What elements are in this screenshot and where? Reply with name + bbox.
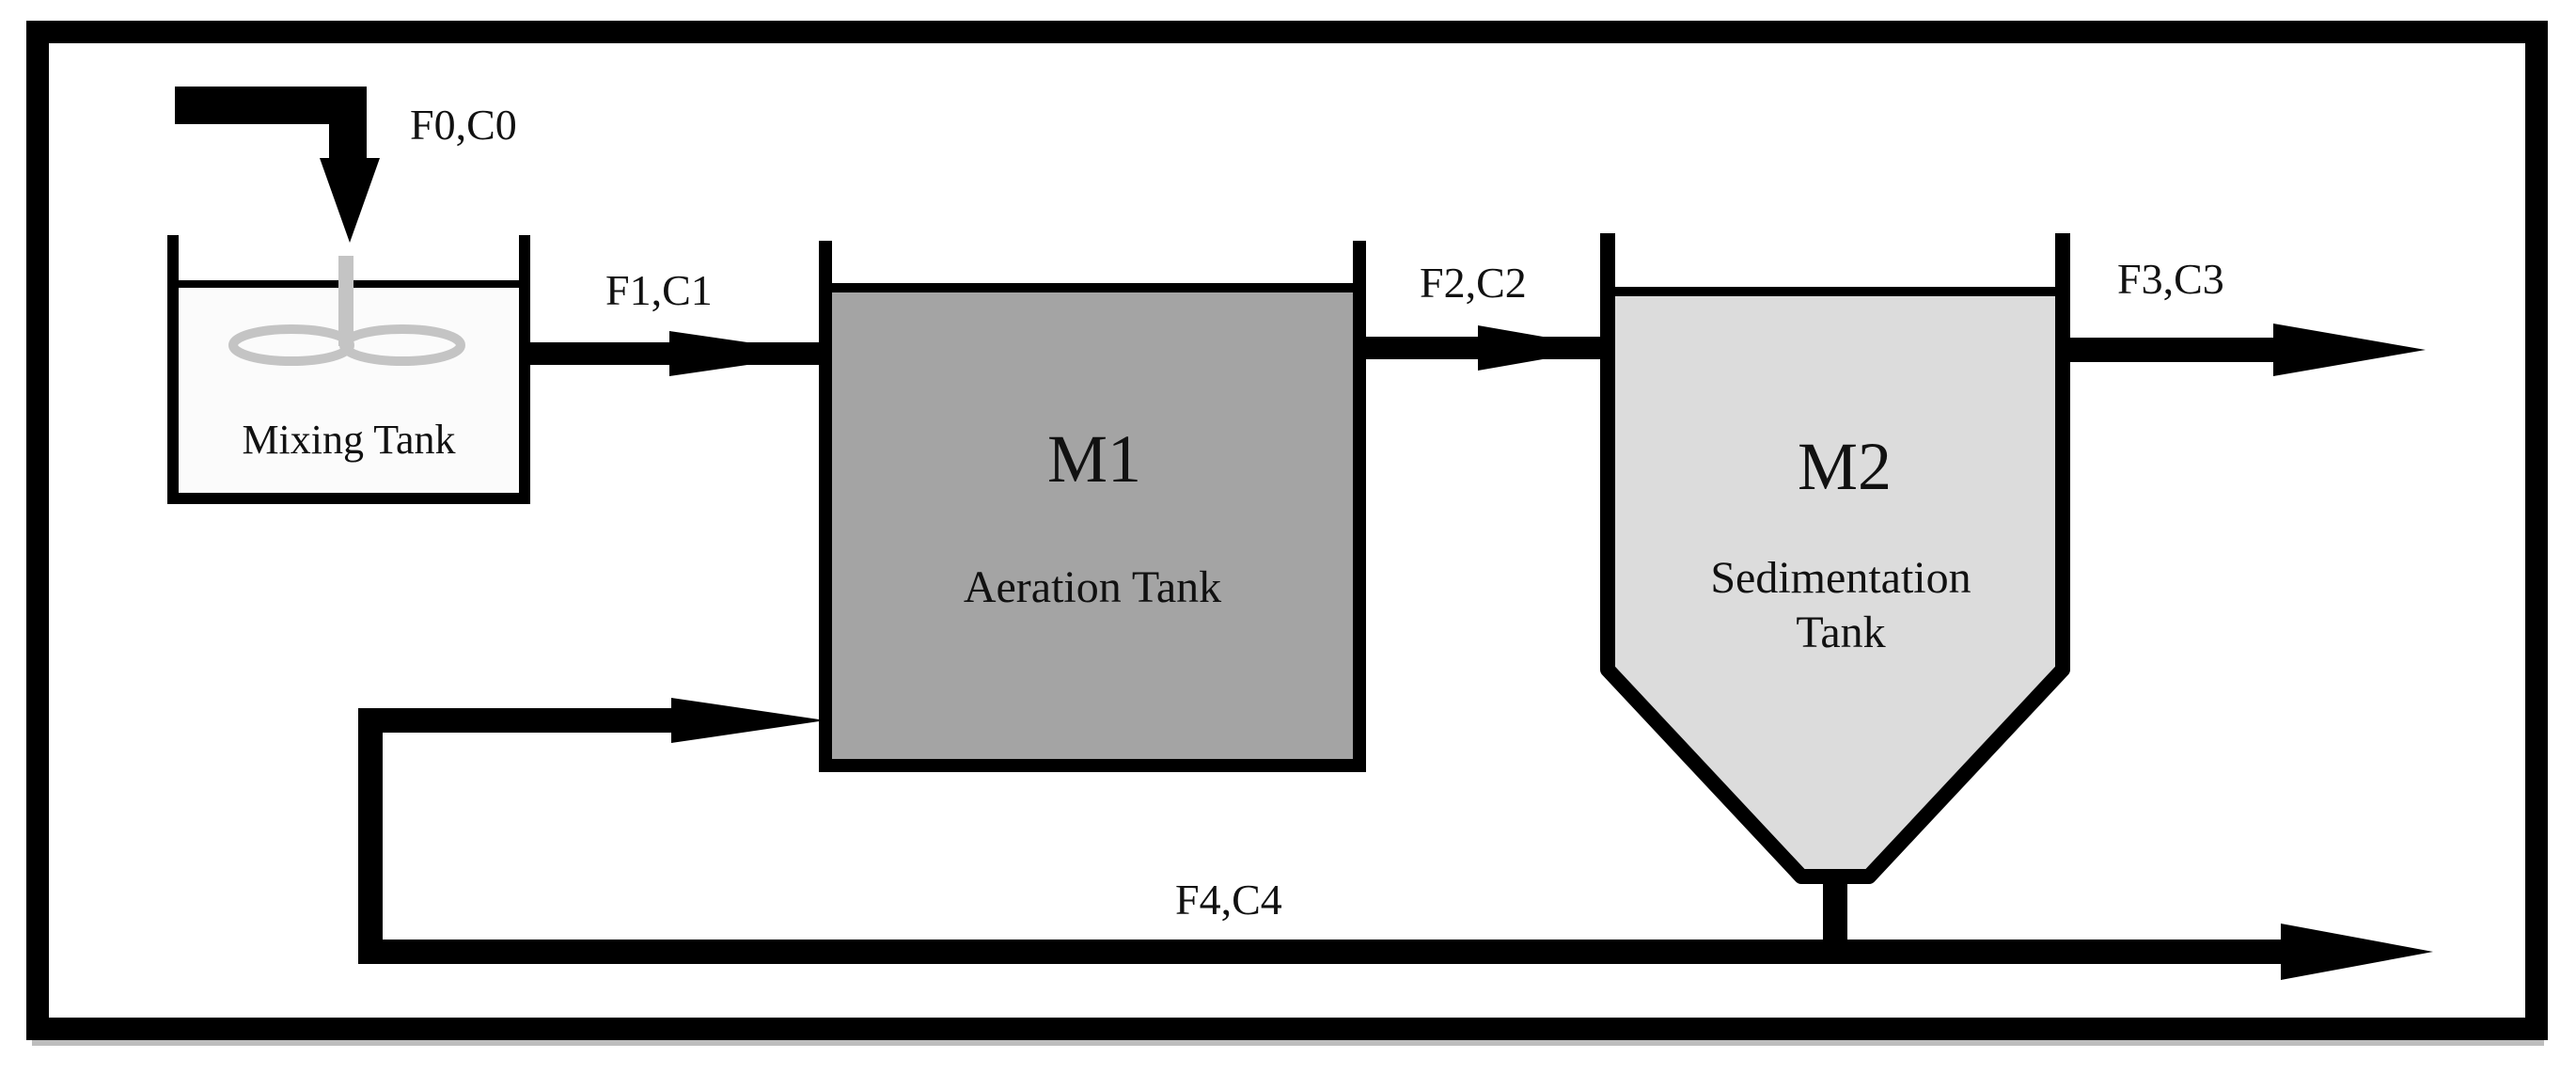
sedimentation-tank-body xyxy=(1608,292,2063,877)
mixer-impeller-icon xyxy=(228,256,465,366)
flow-label-f3: F3,C3 xyxy=(2117,255,2224,303)
pipe-f1-arrow-icon xyxy=(669,331,825,376)
flow-label-f4: F4,C4 xyxy=(1175,876,1282,924)
sedimentation-tank-label-line2: Tank xyxy=(1796,608,1885,657)
sedimentation-tank-label-line1: Sedimentation xyxy=(1710,553,1971,603)
aeration-tank-label: Aeration Tank xyxy=(964,562,1221,612)
flow-label-f0: F0,C0 xyxy=(410,101,517,149)
pipe-f4-return-arrow-icon xyxy=(671,698,825,743)
sedimentation-tank-code: M2 xyxy=(1798,429,1892,504)
mixing-tank-walls xyxy=(167,235,530,504)
pipe-f4-recycle xyxy=(358,708,2294,964)
pipe-f3-arrow-icon xyxy=(2273,324,2426,376)
inlet-pipe xyxy=(175,87,367,160)
flow-label-f1: F1,C1 xyxy=(605,266,713,314)
flow-label-f2: F2,C2 xyxy=(1420,259,1527,307)
aeration-tank-walls xyxy=(819,241,1366,772)
aeration-tank-code: M1 xyxy=(1047,421,1141,497)
mixing-tank-label: Mixing Tank xyxy=(242,417,455,463)
aeration-tank-body xyxy=(825,288,1359,766)
inlet-arrow-icon xyxy=(320,158,380,243)
pipe-f4-waste-arrow-icon xyxy=(2281,924,2433,980)
pipe-f2-arrow-icon xyxy=(1478,325,1608,371)
